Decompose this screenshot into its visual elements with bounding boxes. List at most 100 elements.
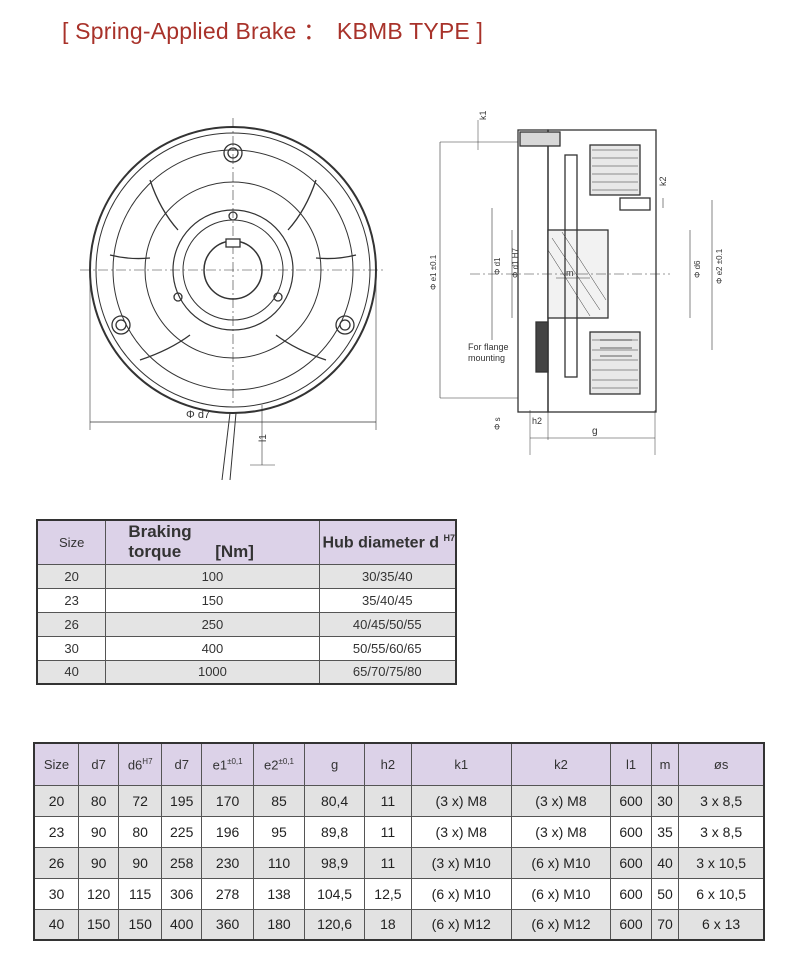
cell-hub: 30/35/40	[318, 563, 457, 589]
table-cell: 23	[33, 815, 79, 848]
table-cell: 35	[650, 815, 680, 848]
table-cell: 360	[201, 908, 254, 941]
table-cell: 6 x 13	[678, 908, 765, 941]
table-cell: (6 x) M12	[410, 908, 512, 941]
header-col-label: d7	[174, 756, 189, 772]
header-col-label: k1	[454, 756, 469, 772]
header-col-label: d7	[91, 756, 106, 772]
table-cell: 95	[252, 815, 306, 848]
header-torque-label: Braking torque	[128, 522, 192, 562]
cell-hub: 65/70/75/80	[318, 659, 457, 685]
cell-hub: 40/45/50/55	[318, 611, 457, 637]
cell-hub: 35/40/45	[318, 587, 457, 613]
header-col-label: øs	[713, 756, 729, 772]
label-k2: k2	[658, 176, 668, 186]
cell-hub: 50/55/60/65	[318, 635, 457, 661]
header-col: øs	[678, 742, 765, 786]
header-col: k1	[410, 742, 512, 786]
title-text: [ Spring-Applied Brake ：	[62, 18, 327, 44]
table-cell: 90	[118, 846, 162, 879]
cell-size: 30	[36, 635, 107, 661]
table-cell: 600	[610, 877, 652, 910]
label-d1: Φ d1	[493, 257, 502, 275]
table-cell: 600	[610, 784, 652, 817]
side-view	[439, 120, 713, 455]
header-col-sup: H7	[142, 756, 153, 766]
technical-drawing: Φ d7 l1	[0, 60, 800, 500]
table-cell: 80,4	[304, 784, 365, 817]
table-cell: (3 x) M8	[410, 784, 512, 817]
header-col-label: Size	[43, 756, 70, 772]
table-cell: (6 x) M10	[510, 846, 612, 879]
front-view	[80, 118, 386, 481]
table-cell: 600	[610, 815, 652, 848]
cell-torque: 100	[105, 563, 320, 589]
table-cell: 11	[363, 846, 412, 879]
table-cell: 278	[201, 877, 254, 910]
table-cell: 3 x 8,5	[678, 784, 765, 817]
label-s: Φ s	[493, 417, 502, 430]
torque-table: Size Braking torque[Nm] Hub diameter d H…	[36, 519, 457, 685]
page-title: [ Spring-Applied Brake ： KBMB TYPE ]	[62, 12, 483, 46]
header-col-sup: ±0,1	[227, 756, 243, 766]
table-cell: 30	[33, 877, 79, 910]
header-hub-label: Hub diameter d	[322, 533, 440, 551]
header-torque: Braking torque[Nm]	[105, 519, 320, 565]
table-cell: 18	[363, 908, 412, 941]
table-cell: 90	[77, 815, 120, 848]
header-col: m	[650, 742, 680, 786]
table-cell: 225	[160, 815, 203, 848]
table-cell: 70	[650, 908, 680, 941]
label-e1: Φ e1 ±0.1	[429, 254, 438, 290]
header-hub: Hub diameter d H7	[318, 519, 457, 565]
header-col-label: d6	[127, 756, 143, 772]
table-row: 23 150 35/40/45	[36, 587, 457, 613]
header-col-sup: ±0,1	[278, 756, 294, 766]
header-col: h2	[363, 742, 412, 786]
table-cell: 138	[252, 877, 306, 910]
label-d6: Φ d6	[693, 260, 702, 278]
table-cell: 30	[650, 784, 680, 817]
table-row: 40 1000 65/70/75/80	[36, 659, 457, 685]
table-cell: 90	[77, 846, 120, 879]
table-cell: 180	[252, 908, 306, 941]
cell-size: 40	[36, 659, 107, 685]
table-cell: 400	[160, 908, 203, 941]
table-cell: 12,5	[363, 877, 412, 910]
table-cell: 196	[201, 815, 254, 848]
header-col: l1	[610, 742, 652, 786]
table-cell: (3 x) M8	[410, 815, 512, 848]
table-cell: 11	[363, 784, 412, 817]
header-col: d6H7	[118, 742, 162, 786]
torque-table-header: Size Braking torque[Nm] Hub diameter d H…	[36, 519, 457, 565]
table-cell: 306	[160, 877, 203, 910]
header-col-label: h2	[380, 756, 396, 772]
table-cell: 258	[160, 846, 203, 879]
label-e2: Φ e2 ±0.1	[715, 248, 724, 284]
table-cell: 26	[33, 846, 79, 879]
table-row: 20 100 30/35/40	[36, 563, 457, 589]
table-cell: 3 x 8,5	[678, 815, 765, 848]
header-col-label: e1	[212, 756, 228, 772]
table-cell: 600	[610, 846, 652, 879]
label-d1-h7: Φ d1 H7	[511, 247, 520, 278]
table-cell: 150	[118, 908, 162, 941]
brake-drawing-svg: Φ d7 l1	[80, 110, 724, 481]
header-col-label: k2	[554, 756, 568, 772]
table-cell: 20	[33, 784, 79, 817]
header-hub-sup: H7	[443, 532, 455, 543]
table-cell: 150	[77, 908, 120, 941]
table-cell: (3 x) M8	[510, 784, 612, 817]
header-col: d7	[160, 742, 203, 786]
label-d7: Φ d7	[186, 409, 210, 421]
cell-size: 26	[36, 611, 107, 637]
table-cell: 85	[252, 784, 306, 817]
title-model: KBMB TYPE ]	[336, 18, 484, 44]
header-col: e1±0,1	[201, 742, 254, 786]
table-cell: 40	[33, 908, 79, 941]
table-cell: (6 x) M10	[410, 877, 512, 910]
header-col-label: l1	[625, 756, 637, 772]
